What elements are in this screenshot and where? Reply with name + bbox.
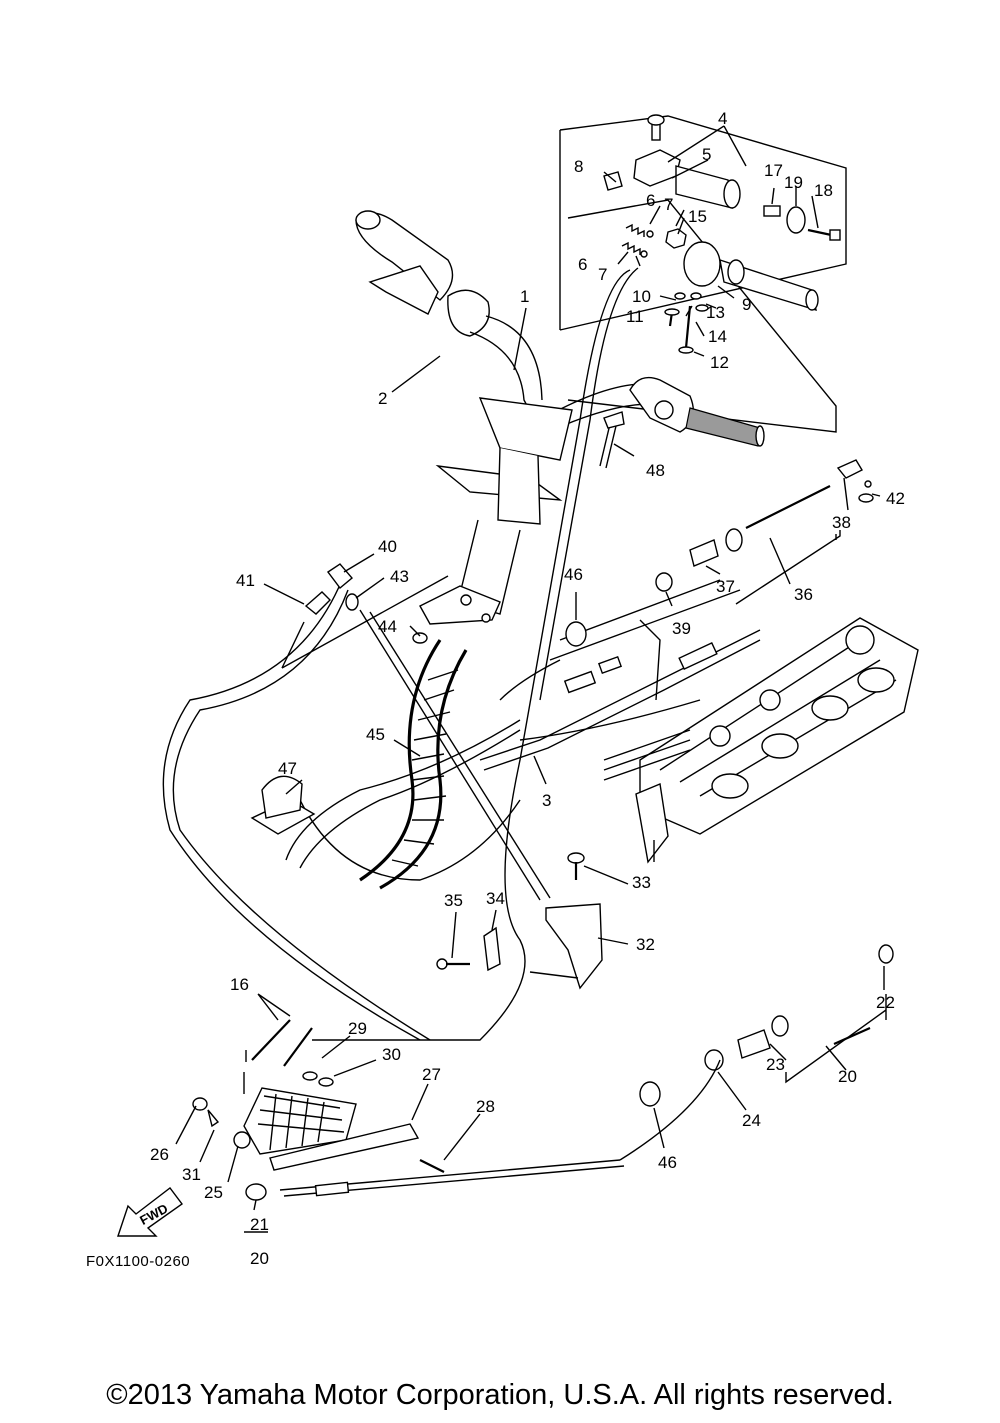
grip-collar-9 xyxy=(683,241,819,312)
steering-column xyxy=(419,397,573,625)
callout-23: 23 xyxy=(766,1055,785,1074)
callout-6a: 6 xyxy=(646,191,655,210)
bolt-35 xyxy=(436,958,470,970)
callout-8: 8 xyxy=(574,157,583,176)
fwd-arrow-icon: FWD xyxy=(117,1187,183,1237)
washer-43 xyxy=(345,593,359,611)
grommet-46-lower xyxy=(639,1081,661,1107)
callout-21: 21 xyxy=(250,1215,269,1234)
end-cap-17-19 xyxy=(763,205,841,241)
throttle-cable-3 xyxy=(479,629,761,771)
callout-labels: 1 2 3 4 5 6 6 7 7 8 9 10 11 12 13 14 15 … xyxy=(150,109,905,1268)
callout-2: 2 xyxy=(378,389,387,408)
nut-15 xyxy=(665,228,687,249)
callout-19: 19 xyxy=(784,173,803,192)
callout-6b: 6 xyxy=(578,255,587,274)
callout-42: 42 xyxy=(886,489,905,508)
callout-36: 36 xyxy=(794,585,813,604)
callout-24: 24 xyxy=(742,1111,761,1130)
callout-3: 3 xyxy=(542,791,551,810)
pins-16 xyxy=(251,1019,313,1067)
callout-22: 22 xyxy=(876,993,895,1012)
callout-45: 45 xyxy=(366,725,385,744)
callout-14: 14 xyxy=(708,327,727,346)
callout-25: 25 xyxy=(204,1183,223,1202)
callout-5: 5 xyxy=(702,145,711,164)
screws-10-14 xyxy=(664,292,709,354)
callout-34: 34 xyxy=(486,889,505,908)
lower-cable-assembly-20 xyxy=(245,944,894,1201)
grommet-46-upper xyxy=(565,621,587,647)
spiral-wrap-45 xyxy=(359,639,468,890)
callout-7b: 7 xyxy=(598,265,607,284)
callout-15: 15 xyxy=(688,207,707,226)
callout-11: 11 xyxy=(626,307,644,326)
handlebar-left-grip xyxy=(355,210,490,337)
callout-9: 9 xyxy=(742,295,751,314)
callout-33: 33 xyxy=(632,873,651,892)
callout-41: 41 xyxy=(236,571,255,590)
callout-38: 38 xyxy=(832,513,851,532)
leader-lines xyxy=(175,125,887,1233)
handlebar-right-grip xyxy=(629,376,765,447)
copyright-notice: ©2013 Yamaha Motor Corporation, U.S.A. A… xyxy=(106,1379,894,1411)
callout-47: 47 xyxy=(278,759,297,778)
callout-40: 40 xyxy=(378,537,397,556)
callout-26: 26 xyxy=(150,1145,169,1164)
callout-46a: 46 xyxy=(564,565,583,584)
callout-16: 16 xyxy=(230,975,249,994)
cable-end-40 xyxy=(326,563,353,590)
callout-30: 30 xyxy=(382,1045,401,1064)
callout-4: 4 xyxy=(718,109,727,128)
callout-44: 44 xyxy=(378,617,397,636)
figure-code: F0X1100-0260 xyxy=(86,1253,191,1270)
callout-18: 18 xyxy=(814,181,833,200)
callout-27: 27 xyxy=(422,1065,441,1084)
callout-35: 35 xyxy=(444,891,463,910)
callout-37: 37 xyxy=(716,577,735,596)
callout-39: 39 xyxy=(672,619,691,638)
joint-41 xyxy=(304,591,331,615)
cable-end-assembly-36 xyxy=(655,459,874,592)
engine-block xyxy=(603,617,919,864)
callout-29: 29 xyxy=(348,1019,367,1038)
bolt-48 xyxy=(599,411,625,469)
callout-43: 43 xyxy=(390,567,409,586)
callout-1: 1 xyxy=(520,287,529,306)
callout-7a: 7 xyxy=(664,195,673,214)
callout-20b: 20 xyxy=(250,1249,269,1268)
callout-28: 28 xyxy=(476,1097,495,1116)
callout-46b: 46 xyxy=(658,1153,677,1172)
clamp-47 xyxy=(250,775,316,835)
callout-17: 17 xyxy=(764,161,783,180)
callout-32: 32 xyxy=(636,935,655,954)
callout-12: 12 xyxy=(710,353,729,372)
callout-13: 13 xyxy=(706,303,725,322)
callout-20a: 20 xyxy=(838,1067,857,1086)
bracket-32 xyxy=(545,852,603,990)
callout-10: 10 xyxy=(632,287,651,306)
cable-loops xyxy=(162,267,741,1041)
clip-34 xyxy=(483,926,501,972)
callout-48: 48 xyxy=(646,461,665,480)
nut-44 xyxy=(412,632,428,644)
lever-bracket-25 xyxy=(192,1071,445,1173)
springs-6 xyxy=(621,223,654,258)
callout-31: 31 xyxy=(182,1165,201,1184)
